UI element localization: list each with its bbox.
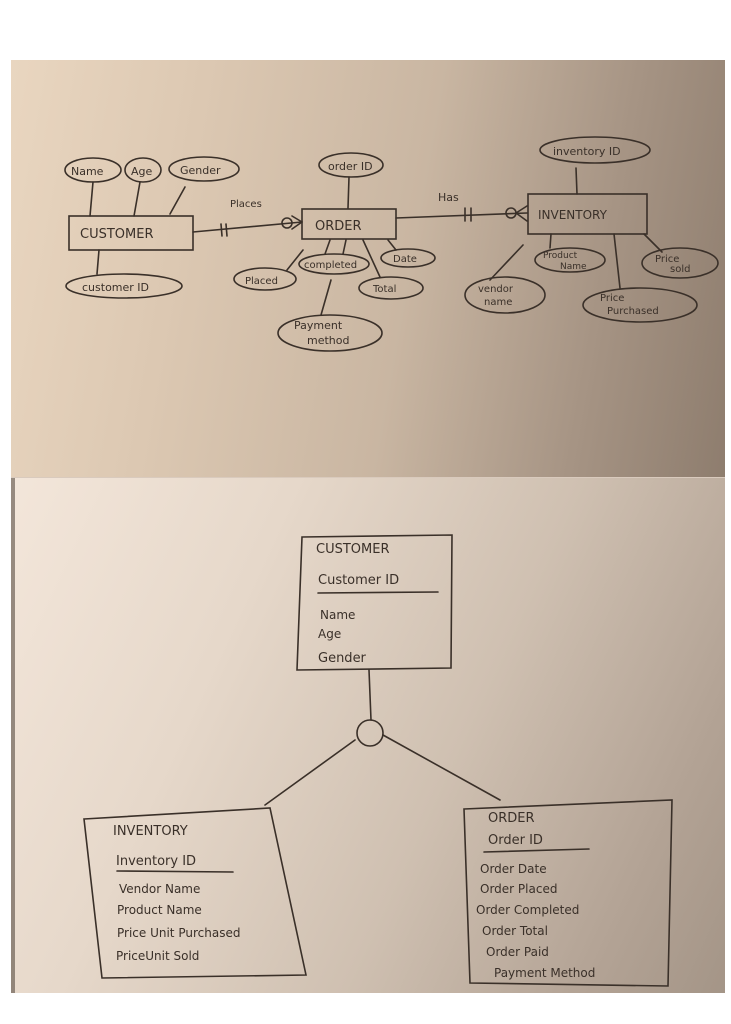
- svg-text:Payment Method: Payment Method: [494, 966, 595, 980]
- attr-total: Total: [358, 239, 424, 300]
- class-diagram-photo: [11, 477, 725, 993]
- svg-text:Purchased: Purchased: [607, 306, 659, 317]
- svg-text:Placed: Placed: [245, 276, 278, 287]
- svg-text:PriceUnit Sold: PriceUnit Sold: [116, 949, 199, 963]
- svg-text:Order Total: Order Total: [482, 924, 548, 938]
- svg-text:name: name: [484, 297, 512, 308]
- svg-text:Name: Name: [560, 262, 587, 272]
- attr-customer-id: customer ID: [65, 249, 183, 299]
- svg-text:Price Unit Purchased: Price Unit Purchased: [117, 926, 240, 940]
- attr-age: Age: [124, 157, 162, 217]
- er-diagram-photo: [11, 60, 725, 477]
- attr-product-name: Product Name: [534, 233, 606, 273]
- class-inventory-title: INVENTORY: [113, 824, 188, 839]
- svg-text:inventory ID: inventory ID: [553, 145, 621, 158]
- relationship-places: Places: [192, 199, 303, 237]
- class-customer-title: CUSTOMER: [316, 542, 389, 557]
- svg-text:Total: Total: [372, 284, 396, 295]
- svg-text:Order Paid: Order Paid: [486, 945, 549, 959]
- entity-order-label: ORDER: [315, 219, 362, 234]
- attr-vendor-name: vendor name: [464, 244, 546, 314]
- svg-text:vendor: vendor: [478, 284, 514, 295]
- attr-completed: completed: [298, 239, 370, 275]
- svg-text:sold: sold: [670, 264, 690, 275]
- relationship-places-label: Places: [230, 199, 262, 210]
- class-inventory-key: Inventory ID: [116, 854, 196, 869]
- svg-text:Date: Date: [393, 254, 417, 265]
- svg-text:Order Placed: Order Placed: [480, 882, 557, 896]
- svg-text:completed: completed: [304, 260, 357, 271]
- relationship-has-label: Has: [438, 191, 459, 204]
- relationship-has: Has: [395, 191, 528, 222]
- svg-text:customer ID: customer ID: [82, 281, 149, 294]
- svg-text:Price: Price: [600, 293, 624, 304]
- entity-inventory: INVENTORY: [527, 193, 648, 235]
- attr-name: Name: [64, 157, 122, 217]
- entity-inventory-label: INVENTORY: [538, 208, 608, 222]
- class-order: ORDER Order ID Order Date Order Placed O…: [463, 799, 673, 987]
- svg-text:Price: Price: [655, 254, 679, 265]
- attr-date: Date: [380, 239, 436, 268]
- entity-customer: CUSTOMER: [68, 215, 194, 251]
- entity-customer-label: CUSTOMER: [80, 227, 153, 242]
- svg-text:Product: Product: [543, 251, 578, 261]
- entity-order: ORDER: [301, 208, 397, 240]
- attr-placed: Placed: [233, 249, 304, 291]
- svg-text:Product Name: Product Name: [117, 903, 202, 917]
- svg-text:Name: Name: [71, 165, 104, 178]
- attr-order-id: order ID: [318, 152, 384, 209]
- attr-price-sold: Price sold: [641, 233, 719, 279]
- class-inventory: INVENTORY Inventory ID Vendor Name Produ…: [83, 807, 307, 979]
- svg-text:Gender: Gender: [180, 164, 221, 177]
- class-order-key: Order ID: [488, 833, 543, 848]
- generalization-connector: [264, 669, 501, 806]
- attr-price-purchased: Price Purchased: [582, 233, 698, 323]
- svg-text:order ID: order ID: [328, 160, 373, 173]
- svg-text:Age: Age: [131, 165, 153, 178]
- class-customer: CUSTOMER Customer ID Name Age Gender: [296, 534, 453, 671]
- svg-text:Name: Name: [320, 608, 355, 622]
- attr-inventory-id: inventory ID: [539, 136, 651, 195]
- svg-text:Order Completed: Order Completed: [476, 903, 579, 917]
- attr-payment-method: Payment method: [277, 279, 383, 352]
- svg-text:method: method: [307, 334, 349, 347]
- photo-edge: [11, 478, 15, 993]
- svg-text:Order Date: Order Date: [480, 862, 547, 876]
- svg-text:Gender: Gender: [318, 651, 367, 666]
- svg-text:Payment: Payment: [294, 319, 343, 332]
- attr-gender: Gender: [168, 156, 240, 215]
- class-order-title: ORDER: [488, 811, 535, 826]
- class-customer-key: Customer ID: [318, 573, 399, 588]
- svg-text:Age: Age: [318, 627, 341, 641]
- svg-text:Vendor Name: Vendor Name: [119, 882, 200, 896]
